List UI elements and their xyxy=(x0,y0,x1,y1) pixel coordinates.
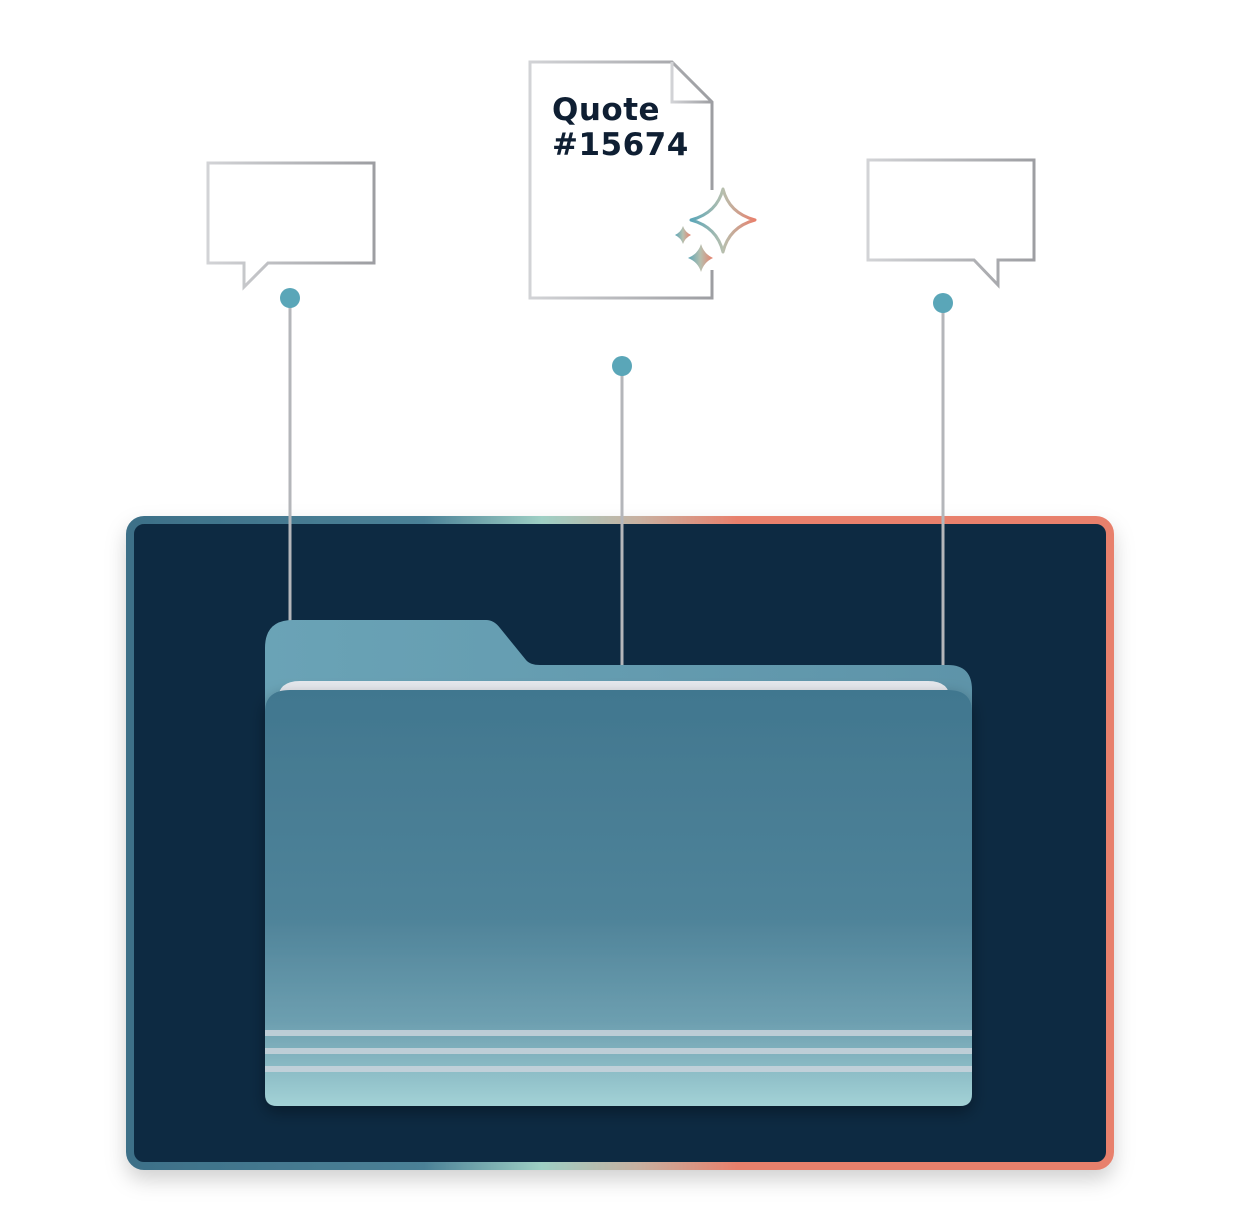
sparkle-icon xyxy=(675,187,757,272)
folder-icon xyxy=(265,620,972,1106)
document-icon: Quote #15674 xyxy=(528,60,720,300)
connector-left xyxy=(280,288,300,640)
connector-center xyxy=(612,356,632,670)
chat-bubble-icon xyxy=(206,161,376,291)
folder-stripes xyxy=(265,1030,972,1072)
chat-bubble-icon xyxy=(866,158,1036,289)
connector-right xyxy=(933,293,953,670)
document-title-line2: #15674 xyxy=(552,127,689,163)
document-title-line1: Quote xyxy=(552,92,660,128)
